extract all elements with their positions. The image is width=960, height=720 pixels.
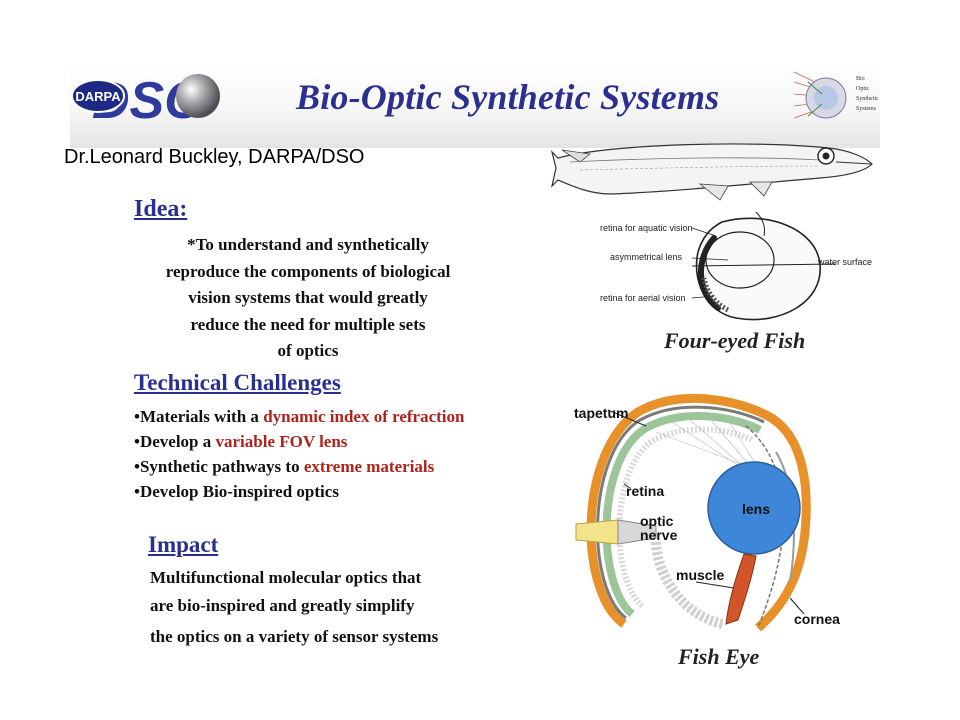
- technical-challenges-list: •Materials with a dynamic index of refra…: [134, 404, 465, 504]
- banner-title: Bio-Optic Synthetic Systems: [296, 77, 720, 117]
- label-water-surface: water surface: [817, 257, 872, 267]
- logo-line-4: Systems: [856, 106, 877, 112]
- label-asymmetrical-lens: asymmetrical lens: [610, 252, 683, 262]
- label-optic: optic: [640, 513, 674, 529]
- challenge-highlight: extreme materials: [303, 457, 435, 476]
- label-retina-aerial: retina for aerial vision: [600, 293, 686, 303]
- idea-text: *To understand and synthetically reprodu…: [128, 232, 488, 365]
- challenge-item: •Develop Bio-inspired optics: [134, 482, 339, 501]
- logo-line-2: Optic: [856, 86, 870, 92]
- impact-line: Multifunctional molecular optics that: [150, 568, 422, 587]
- label-cornea: cornea: [794, 611, 840, 627]
- technical-challenges-heading: Technical Challenges: [134, 370, 341, 395]
- challenge-item: •Synthetic pathways to extreme materials: [134, 457, 435, 476]
- logo-line-1: Bio: [856, 76, 865, 82]
- fish-eye-diagram: tapetum retina lens optic nerve muscle c…: [574, 393, 840, 632]
- label-tapetum: tapetum: [574, 405, 628, 421]
- four-eyed-fish-eye-diagram: retina for aquatic vision asymmetrical l…: [600, 211, 872, 321]
- idea-line: reduce the need for multiple sets: [190, 314, 426, 334]
- darpa-badge-text: DARPA: [75, 89, 121, 104]
- fish-illustration: [550, 143, 873, 201]
- impact-line: are bio-inspired and greatly simplify: [150, 596, 415, 615]
- impact-heading: Impact: [148, 532, 219, 557]
- author-line: Dr.Leonard Buckley, DARPA/DSO: [64, 146, 365, 168]
- idea-heading: Idea:: [134, 196, 188, 222]
- label-retina-aquatic: retina for aquatic vision: [600, 223, 693, 233]
- idea-line: reproduce the components of biological: [165, 261, 451, 281]
- bio-optic-systems-logo: Bio Optic Synthetic Systems: [793, 71, 880, 119]
- logo-line-3: Synthetic: [856, 96, 879, 102]
- idea-line: vision systems that would greatly: [188, 288, 428, 307]
- challenge-item: •Materials with a dynamic index of refra…: [134, 407, 465, 426]
- idea-line: of optics: [277, 341, 339, 360]
- idea-line: *To understand and synthetically: [187, 235, 429, 254]
- impact-line: the optics on a variety of sensor system…: [150, 627, 439, 646]
- label-lens: lens: [742, 501, 770, 517]
- challenge-highlight: variable FOV lens: [215, 432, 348, 451]
- fish-eye-caption: Fish Eye: [678, 644, 760, 669]
- four-eyed-fish-caption: Four-eyed Fish: [664, 328, 806, 353]
- label-retina: retina: [626, 483, 664, 499]
- challenge-highlight: dynamic index of refraction: [263, 407, 465, 426]
- svg-text:Bio Optic Synthetic: Bio Optic Synthetic Systems: [856, 76, 880, 112]
- label-nerve: nerve: [640, 527, 678, 543]
- label-muscle: muscle: [676, 567, 724, 583]
- darpa-dso-logo: DSO DARPA: [71, 72, 220, 130]
- challenge-item: •Develop a variable FOV lens: [134, 432, 348, 451]
